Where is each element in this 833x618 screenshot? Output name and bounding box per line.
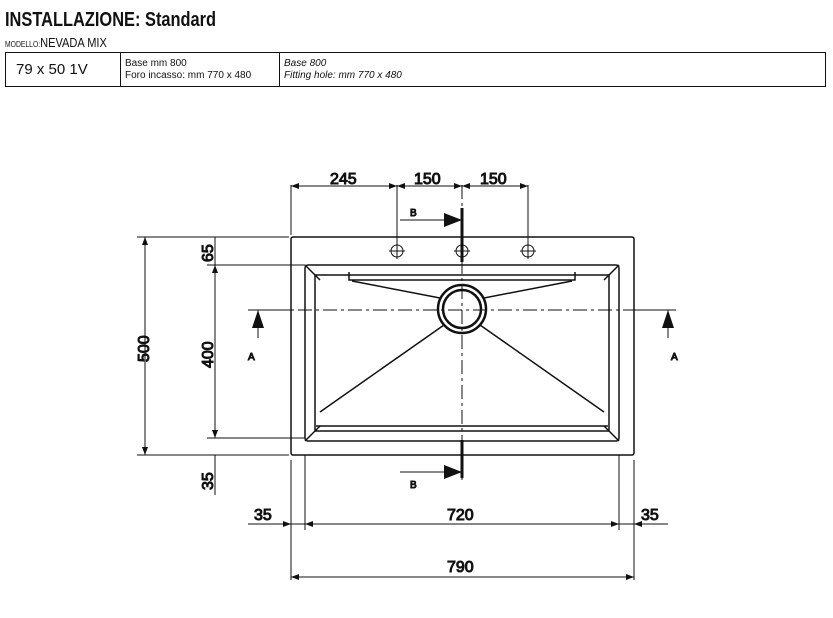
dim-35-left: 35: [254, 507, 272, 524]
dim-65: 65: [200, 244, 217, 262]
dim-150-a: 150: [414, 171, 441, 188]
size-cell: 79 x 50 1V: [16, 60, 88, 78]
dim-150-b: 150: [480, 171, 507, 188]
dim-790: 790: [447, 559, 474, 576]
section-b-top: B: [410, 208, 417, 219]
dim-400: 400: [200, 341, 217, 368]
section-a-right: A: [671, 352, 678, 363]
dim-35-right: 35: [641, 507, 659, 524]
dim-245: 245: [330, 171, 357, 188]
section-a-left: A: [248, 352, 255, 363]
model-label: MODELLO:NEVADA MIX: [5, 35, 107, 50]
centerlines: [248, 185, 676, 480]
dim-720: 720: [447, 507, 474, 524]
section-b-bottom: B: [410, 480, 417, 491]
dim-35-vertical: 35: [200, 472, 217, 490]
page-title: INSTALLAZIONE: Standard: [5, 9, 217, 31]
dim-500: 500: [136, 335, 153, 362]
